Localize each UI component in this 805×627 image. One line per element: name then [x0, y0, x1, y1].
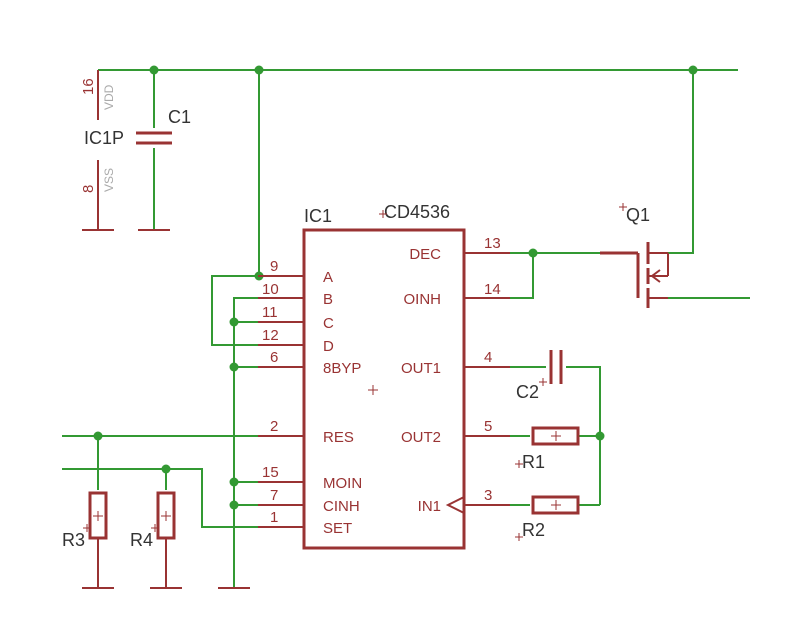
- pin-label: B: [323, 291, 333, 308]
- pin-label: IN1: [418, 498, 441, 515]
- junction-dot: [229, 317, 239, 327]
- r4-name: R4: [130, 530, 153, 550]
- junction-dot: [688, 65, 698, 75]
- in1-input-arrow-icon: [445, 496, 465, 514]
- junction-dot: [254, 65, 264, 75]
- junction-dot: [595, 431, 605, 441]
- ic-cd4536: IC1 CD4536 9 10 11 12 6 2 15 7 1 A B C D…: [258, 202, 510, 550]
- capacitor-c2: C2: [516, 350, 563, 402]
- power-symbol-ic1p: VDD VSS 16 8 IC1P: [80, 70, 124, 231]
- wire-pin9-vdd: [211, 70, 260, 346]
- junction-dot: [229, 500, 239, 510]
- pin-label: D: [323, 338, 334, 355]
- resistor-r1: R1: [515, 426, 580, 472]
- junction-dot: [528, 248, 538, 258]
- pin-label: 8BYP: [323, 360, 361, 377]
- pin-number: 12: [262, 327, 279, 344]
- ic1-value: CD4536: [384, 202, 450, 222]
- junction-dot: [229, 362, 239, 372]
- wire-oinh: [510, 253, 534, 299]
- pin-number: 2: [270, 418, 278, 435]
- pin-number: 7: [270, 487, 278, 504]
- ic1p-name: IC1P: [84, 128, 124, 148]
- vss-label: VSS: [102, 168, 116, 192]
- resistor-r3: R3: [62, 491, 114, 589]
- resistor-r4: R4: [130, 491, 182, 589]
- pin-number: 11: [262, 304, 278, 321]
- pin-label: C: [323, 315, 334, 332]
- pin-label: OINH: [404, 291, 442, 308]
- pin-number: 6: [270, 349, 278, 366]
- r3-name: R3: [62, 530, 85, 550]
- capacitor-c1: C1: [136, 107, 191, 231]
- q1-name: Q1: [626, 205, 650, 225]
- pin-label: A: [323, 269, 333, 286]
- junction-dot: [161, 464, 171, 474]
- r2-name: R2: [522, 520, 545, 540]
- wire-c2-right: [566, 366, 601, 505]
- c2-name: C2: [516, 382, 539, 402]
- pin-label: OUT2: [401, 429, 441, 446]
- vdd-label: VDD: [102, 84, 116, 110]
- pin-label: RES: [323, 429, 354, 446]
- wire-pin10-gnd: [233, 297, 258, 588]
- pin-number: 9: [270, 258, 278, 275]
- wire-set: [62, 468, 258, 528]
- r1-name: R1: [522, 452, 545, 472]
- pin-number: 5: [484, 418, 492, 435]
- pin-number: 14: [484, 281, 501, 298]
- r1-body: [531, 426, 580, 446]
- pin-label: DEC: [409, 246, 441, 263]
- pin-number: 3: [484, 487, 492, 504]
- ic1-body: [302, 228, 466, 550]
- q1-arrow-icon: [650, 269, 661, 283]
- ic1-name: IC1: [304, 206, 332, 226]
- pin-number: 4: [484, 349, 492, 366]
- junction-dot: [149, 65, 159, 75]
- pin-number: 1: [270, 509, 278, 526]
- vdd-pin-number: 16: [80, 78, 97, 95]
- wire-q1-drain: [668, 70, 694, 254]
- pin-label: SET: [323, 520, 352, 537]
- c1-name: C1: [168, 107, 191, 127]
- transistor-q1: Q1: [600, 203, 669, 308]
- pin-number: 13: [484, 235, 501, 252]
- junctions: [93, 65, 698, 510]
- vss-pin-number: 8: [80, 185, 97, 193]
- r2-body: [531, 495, 580, 515]
- pin-label: CINH: [323, 498, 360, 515]
- resistor-r2: R2: [515, 495, 580, 541]
- pin-number: 15: [262, 464, 279, 481]
- pin-label: OUT1: [401, 360, 441, 377]
- pin-number: 10: [262, 281, 279, 298]
- wires: [62, 69, 750, 588]
- pin-label: MOIN: [323, 475, 362, 492]
- junction-dot: [93, 431, 103, 441]
- junction-dot: [229, 477, 239, 487]
